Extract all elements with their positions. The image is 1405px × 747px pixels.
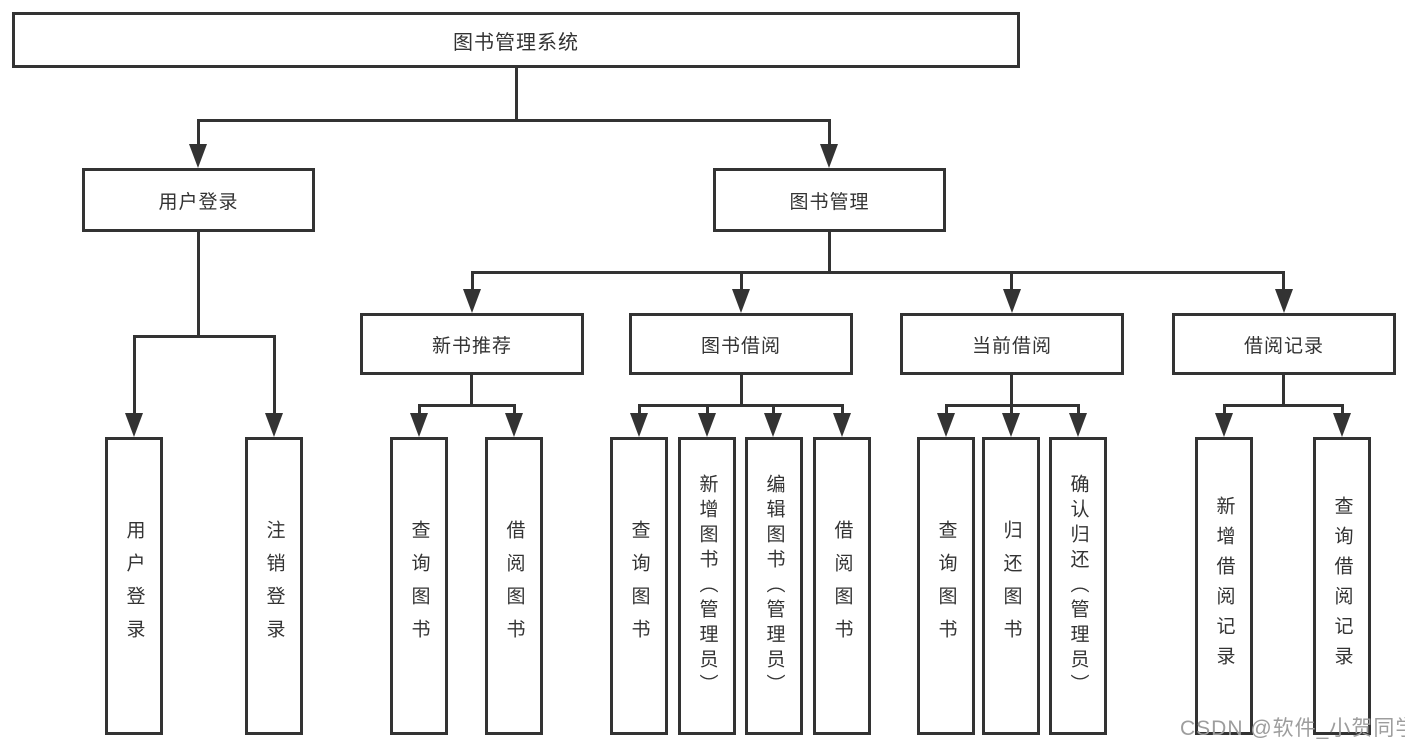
node-label: 编辑图书（管理员） [763,473,785,699]
arrowhead-down-icon [410,413,428,437]
arrowhead-down-icon [732,289,750,313]
arrowhead-down-icon [1215,413,1233,437]
line-segment [828,119,831,149]
leaf-logout: 注销登录 [245,437,303,735]
node-root-system: 图书管理系统 [12,12,1020,68]
node-book-borrow: 图书借阅 [629,313,853,375]
line-segment [706,404,709,416]
node-label: 查询图书 [935,520,957,652]
node-label: 新书推荐 [431,335,512,357]
leaf-return-books: 归还图书 [982,437,1040,735]
arrowhead-down-icon [1333,413,1351,437]
arrowhead-down-icon [265,413,283,437]
line-segment [1077,404,1080,416]
line-segment [772,404,775,416]
leaf-user-login: 用户登录 [105,437,163,735]
leaf-borrow-books: 借阅图书 [813,437,871,735]
line-segment [1282,375,1285,406]
arrowhead-down-icon [764,413,782,437]
arrowhead-down-icon [505,413,523,437]
arrowhead-down-icon [1003,289,1021,313]
node-book-management: 图书管理 [713,168,946,232]
line-segment [470,375,473,406]
arrowhead-down-icon [189,144,207,168]
leaf-query-books-current: 查询图书 [917,437,975,735]
line-segment [740,375,743,406]
node-label: 当前借阅 [971,335,1052,357]
node-user-login: 用户登录 [82,168,315,232]
arrowhead-down-icon [1002,413,1020,437]
line-segment [418,404,421,416]
node-label: 查询图书 [408,520,430,652]
arrowhead-down-icon [1069,413,1087,437]
csdn-watermark: CSDN @软件_小贺同学 [1180,717,1405,740]
node-new-book-recommend: 新书推荐 [360,313,584,375]
arrowhead-down-icon [937,413,955,437]
arrowhead-down-icon [125,413,143,437]
line-segment [515,68,518,120]
node-label: 借阅图书 [831,520,853,652]
leaf-edit-books-admin: 编辑图书（管理员） [745,437,803,735]
node-label: 图书管理 [789,191,870,213]
line-segment [133,335,136,419]
line-segment [1010,375,1013,406]
node-label: 用户登录 [158,191,239,213]
node-label: 查询图书 [628,520,650,652]
line-segment [197,119,831,122]
line-segment [1223,404,1343,407]
line-segment [828,232,831,273]
line-segment [197,119,200,149]
node-label: 注销登录 [263,520,285,652]
arrowhead-down-icon [1275,289,1293,313]
line-segment [638,404,844,407]
node-borrow-records: 借阅记录 [1172,313,1396,375]
leaf-query-books-borrow: 查询图书 [610,437,668,735]
arrowhead-down-icon [833,413,851,437]
line-segment [471,271,1285,274]
node-current-borrow: 当前借阅 [900,313,1124,375]
node-label: 图书管理系统 [453,31,579,54]
line-segment [1010,404,1013,416]
node-label: 新增借阅记录 [1213,496,1235,676]
line-segment [471,271,474,295]
leaf-add-books-admin: 新增图书（管理员） [678,437,736,735]
line-segment [1341,404,1344,416]
node-label: 确认归还（管理员） [1067,473,1089,699]
leaf-borrow-books-recommend: 借阅图书 [485,437,543,735]
arrowhead-down-icon [630,413,648,437]
leaf-confirm-return-admin: 确认归还（管理员） [1049,437,1107,735]
line-segment [1282,271,1285,295]
leaf-query-borrow-record: 查询借阅记录 [1313,437,1371,735]
node-label: 查询借阅记录 [1331,496,1353,676]
node-label: 借阅图书 [503,520,525,652]
arrowhead-down-icon [820,144,838,168]
leaf-query-books-recommend: 查询图书 [390,437,448,735]
line-segment [418,404,516,407]
node-label: 新增图书（管理员） [696,473,718,699]
node-label: 借阅记录 [1243,335,1324,357]
node-label: 图书借阅 [700,335,781,357]
node-label: 归还图书 [1000,520,1022,652]
arrowhead-down-icon [463,289,481,313]
line-segment [273,335,276,419]
line-segment [513,404,516,416]
line-segment [841,404,844,416]
line-segment [740,271,743,295]
line-segment [133,335,275,338]
line-segment [197,232,200,336]
node-label: 用户登录 [123,520,145,652]
leaf-add-borrow-record: 新增借阅记录 [1195,437,1253,735]
line-segment [638,404,641,416]
line-segment [945,404,948,416]
arrowhead-down-icon [698,413,716,437]
line-segment [1223,404,1226,416]
line-segment [1010,271,1013,295]
